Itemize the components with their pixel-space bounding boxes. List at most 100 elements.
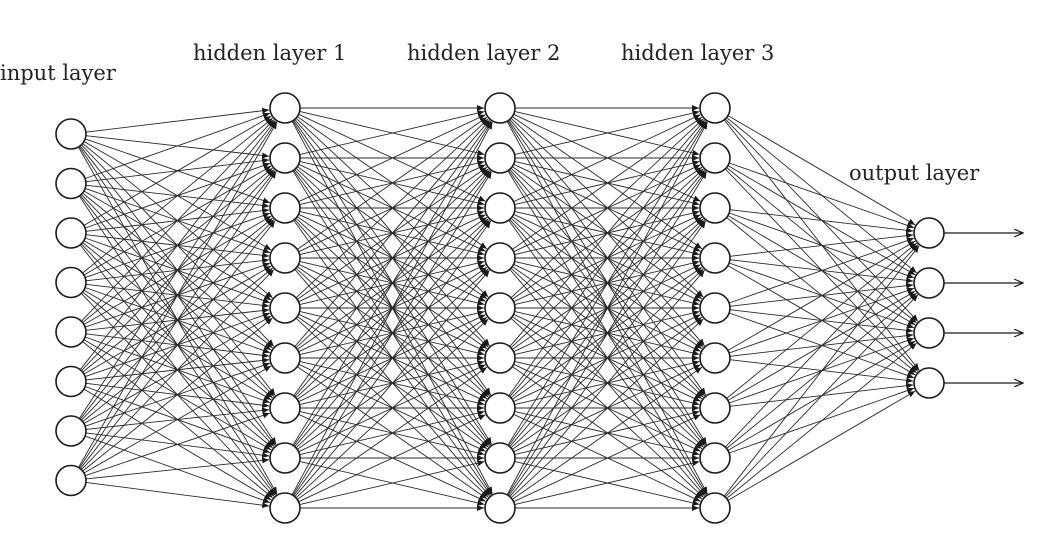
hidden-2-neuron bbox=[484, 242, 516, 274]
output-neuron bbox=[913, 317, 945, 349]
connections bbox=[78, 105, 920, 511]
connection-edge bbox=[81, 269, 275, 471]
connection-edge bbox=[729, 237, 915, 304]
output-arrows bbox=[944, 233, 1022, 383]
connection-edge bbox=[507, 121, 707, 446]
hidden-2-neuron bbox=[484, 192, 516, 224]
connection-edge bbox=[514, 460, 700, 506]
connection-edge bbox=[513, 414, 701, 503]
connection-edge bbox=[724, 294, 919, 498]
connection-edge bbox=[81, 119, 275, 322]
hidden-3-neuron bbox=[699, 492, 731, 524]
input-neuron bbox=[55, 118, 87, 150]
connection-edge bbox=[729, 232, 914, 257]
connection-edge bbox=[506, 121, 708, 496]
connection-edge bbox=[85, 412, 270, 477]
connection-edge bbox=[294, 119, 490, 347]
connection-edge bbox=[724, 244, 919, 448]
connection-edge bbox=[727, 240, 916, 351]
output-neuron bbox=[913, 267, 945, 299]
connection-edge bbox=[295, 318, 489, 499]
hidden-layer-3-label: hidden layer 3 bbox=[621, 41, 774, 65]
connection-edge bbox=[78, 121, 278, 468]
connection-edge bbox=[512, 366, 703, 500]
hidden-1-neuron bbox=[269, 492, 301, 524]
hidden-3-neuron bbox=[699, 292, 731, 324]
hidden-2-neuron bbox=[484, 442, 516, 474]
connection-edge bbox=[723, 245, 920, 497]
connection-edge bbox=[512, 116, 703, 250]
connection-edge bbox=[78, 121, 277, 419]
connection-edge bbox=[299, 110, 485, 156]
connection-edge bbox=[510, 318, 704, 499]
hidden-3-neuron bbox=[699, 192, 731, 224]
hidden-1-neuron bbox=[269, 442, 301, 474]
connection-edge bbox=[292, 171, 492, 496]
hidden-3-neuron bbox=[699, 342, 731, 374]
output-layer-label: output layer bbox=[849, 161, 980, 185]
connection-edge bbox=[293, 220, 492, 497]
connection-edge bbox=[299, 460, 485, 506]
hidden-2-neuron bbox=[484, 92, 516, 124]
hidden-1-neuron bbox=[269, 92, 301, 124]
connection-edge bbox=[82, 117, 273, 274]
hidden-3-neuron bbox=[699, 392, 731, 424]
connection-edge bbox=[297, 366, 488, 500]
hidden-3-neuron bbox=[699, 442, 731, 474]
hidden-3-neuron bbox=[699, 92, 731, 124]
connection-edge bbox=[508, 220, 707, 497]
output-neuron bbox=[913, 217, 945, 249]
connection-edge bbox=[729, 162, 915, 229]
hidden-3-neuron bbox=[699, 242, 731, 274]
connection-edge bbox=[295, 118, 489, 299]
connection-edge bbox=[85, 457, 270, 480]
hidden-2-neuron bbox=[484, 492, 516, 524]
hidden-1-neuron bbox=[269, 242, 301, 274]
connection-edge bbox=[509, 119, 705, 347]
hidden-1-neuron bbox=[269, 192, 301, 224]
connection-edge bbox=[85, 481, 270, 509]
connection-edge bbox=[510, 118, 704, 299]
input-neuron bbox=[55, 365, 87, 398]
connection-edge bbox=[729, 209, 914, 234]
hidden-2-neuron bbox=[484, 392, 516, 424]
hidden-1-neuron bbox=[269, 392, 301, 424]
output-neuron bbox=[913, 367, 945, 399]
input-neuron bbox=[55, 316, 87, 348]
connection-edge bbox=[291, 121, 493, 496]
connection-edge bbox=[84, 112, 271, 179]
input-neuron bbox=[55, 415, 87, 447]
input-layer-label: input layer bbox=[0, 61, 117, 85]
hidden-layer-1-label: hidden layer 1 bbox=[193, 41, 346, 65]
connection-edge bbox=[85, 107, 270, 133]
input-neuron bbox=[55, 464, 87, 497]
connection-edge bbox=[78, 171, 277, 469]
hidden-2-neuron bbox=[484, 142, 516, 174]
connection-edge bbox=[297, 116, 488, 250]
connection-edge bbox=[292, 121, 492, 446]
connection-edge bbox=[293, 120, 492, 397]
hidden-1-neuron bbox=[269, 292, 301, 324]
connection-edge bbox=[726, 342, 917, 499]
connection-edge bbox=[298, 114, 486, 203]
connection-edge bbox=[82, 317, 273, 472]
connection-edge bbox=[507, 171, 707, 496]
hidden-2-neuron bbox=[484, 342, 516, 374]
hidden-layer-2-label: hidden layer 2 bbox=[407, 41, 560, 65]
connection-edge bbox=[509, 269, 705, 497]
input-neuron bbox=[55, 266, 87, 299]
neurons bbox=[55, 92, 945, 524]
connection-edge bbox=[79, 220, 276, 469]
connection-edge bbox=[298, 414, 486, 503]
input-neuron bbox=[55, 167, 87, 200]
connection-edge bbox=[513, 114, 701, 203]
connection-edge bbox=[294, 269, 490, 497]
hidden-1-neuron bbox=[269, 142, 301, 174]
connection-edge bbox=[83, 115, 272, 226]
connection-edge bbox=[514, 110, 700, 156]
connection-edge bbox=[83, 365, 272, 474]
connection-edge bbox=[727, 115, 916, 226]
connection-edge bbox=[726, 242, 917, 399]
hidden-2-neuron bbox=[484, 292, 516, 324]
